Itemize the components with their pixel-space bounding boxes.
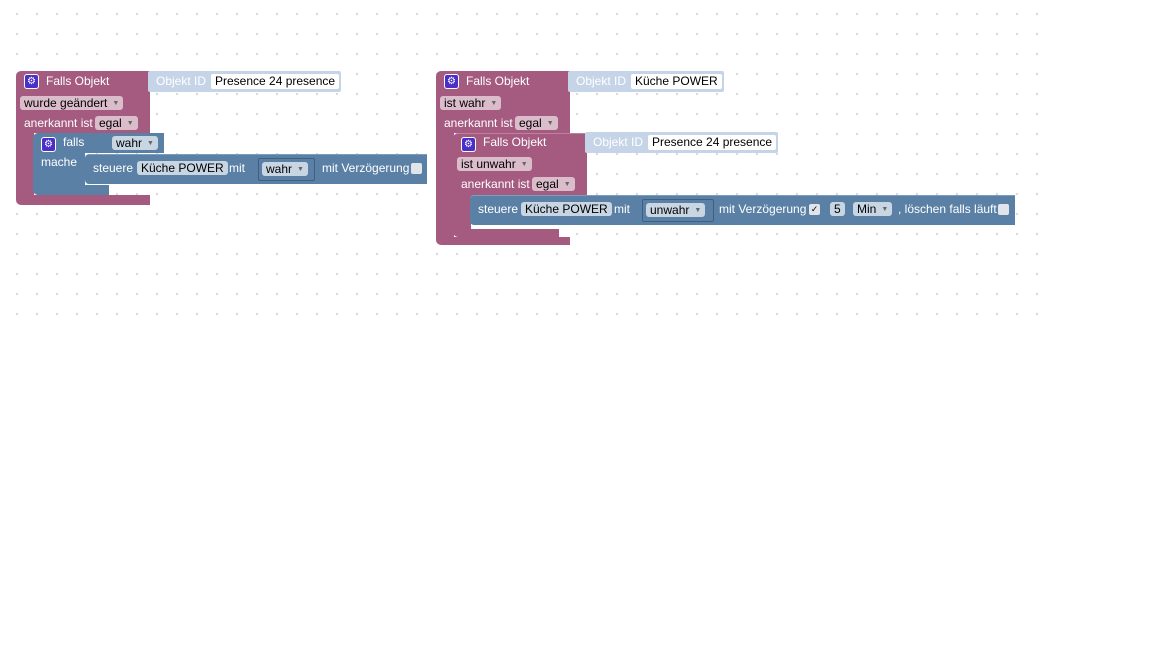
object-id-field[interactable]: Küche POWER	[631, 74, 722, 89]
inner-trigger-dropdown[interactable]: ist unwahr ▼	[457, 157, 532, 171]
dropdown-arrow-icon: ▼	[881, 205, 889, 213]
delay-label: mit Verzögerung	[322, 161, 410, 175]
with-label: mit	[614, 202, 630, 216]
object-id-field[interactable]: Presence 24 presence	[648, 135, 777, 150]
delay-amount-field[interactable]: 5	[830, 202, 845, 216]
object-id-label: Objekt ID	[576, 74, 627, 88]
control-label: steuere	[93, 161, 134, 175]
gear-icon[interactable]: ⚙	[461, 137, 476, 152]
delay-unit-value: Min	[857, 202, 877, 216]
dropdown-arrow-icon: ▼	[546, 119, 554, 127]
trigger-value: wurde geändert	[24, 96, 108, 110]
delay-checkbox[interactable]	[411, 163, 422, 174]
if-block-bottom	[33, 185, 109, 195]
ack-label: anerkannt ist	[24, 116, 93, 130]
value-dropdown[interactable]: wahr ▼	[262, 162, 308, 176]
control-target-value: Küche POWER	[525, 202, 608, 216]
if-condition-dropdown[interactable]: wahr ▼	[112, 136, 158, 150]
value-slot[interactable]	[642, 199, 714, 222]
gear-icon[interactable]: ⚙	[41, 137, 56, 152]
control-label: steuere	[478, 202, 519, 216]
if-condition-value: wahr	[116, 136, 143, 150]
do-label: mache	[41, 155, 78, 169]
block2-event-bottom	[436, 237, 570, 245]
inner-ack-dropdown[interactable]: egal ▼	[532, 177, 575, 191]
inner-ack-value: egal	[536, 177, 559, 191]
delay-label: mit Verzögerung	[719, 202, 807, 216]
inner-event-bottom	[453, 229, 559, 237]
control-target-dropdown[interactable]: Küche POWER	[521, 202, 612, 216]
dropdown-arrow-icon: ▼	[297, 165, 304, 173]
delay-checkbox[interactable]: ✓	[809, 204, 820, 215]
ack-value: egal	[99, 116, 122, 130]
inner-trigger-value: ist unwahr	[461, 157, 516, 171]
dropdown-arrow-icon: ▼	[490, 99, 498, 107]
dropdown-arrow-icon: ▼	[112, 99, 120, 107]
ack-value: egal	[519, 116, 542, 130]
gear-icon[interactable]: ⚙	[24, 74, 39, 89]
trigger-dropdown[interactable]: ist wahr ▼	[440, 96, 502, 110]
block2-title: Falls Objekt	[466, 74, 530, 88]
if-block-rail	[33, 153, 85, 185]
delay-unit-dropdown[interactable]: Min ▼	[853, 202, 893, 216]
inner-statement-rail	[453, 195, 471, 229]
value-dropdown[interactable]: unwahr ▼	[646, 203, 706, 217]
clear-checkbox[interactable]	[998, 204, 1009, 215]
inner-object-id-block[interactable]: Objekt ID Presence 24 presence	[585, 132, 778, 153]
ack-dropdown[interactable]: egal ▼	[515, 116, 558, 130]
dropdown-arrow-icon: ▼	[126, 119, 134, 127]
trigger-value: ist wahr	[444, 96, 486, 110]
block1-event-bottom	[16, 195, 150, 205]
trigger-dropdown[interactable]: wurde geändert ▼	[20, 96, 124, 110]
block2-statement-rail	[436, 133, 454, 237]
value-dropdown-value: unwahr	[650, 203, 690, 217]
control-target-dropdown[interactable]: Küche POWER	[137, 161, 228, 175]
inner-title: Falls Objekt	[483, 135, 547, 149]
gear-icon[interactable]: ⚙	[444, 74, 459, 89]
block2-object-id-block[interactable]: Objekt ID Küche POWER	[568, 71, 724, 92]
object-id-label: Objekt ID	[156, 74, 207, 88]
block1-statement-rail	[16, 133, 34, 195]
dropdown-arrow-icon: ▼	[147, 139, 154, 147]
clear-label: , löschen falls läuft	[898, 202, 997, 216]
control-target-value: Küche POWER	[141, 161, 224, 175]
value-slot[interactable]	[258, 158, 315, 181]
dropdown-arrow-icon: ▼	[563, 180, 571, 188]
if-label: falls	[63, 135, 85, 149]
inner-ack-label: anerkannt ist	[461, 177, 530, 191]
ack-dropdown[interactable]: egal ▼	[95, 116, 138, 130]
object-id-label: Objekt ID	[593, 135, 644, 149]
object-id-field[interactable]: Presence 24 presence	[211, 74, 340, 89]
dropdown-arrow-icon: ▼	[694, 206, 702, 214]
ack-label: anerkannt ist	[444, 116, 513, 130]
value-dropdown-value: wahr	[266, 162, 293, 176]
block1-title: Falls Objekt	[46, 74, 110, 88]
with-label: mit	[229, 161, 245, 175]
dropdown-arrow-icon: ▼	[520, 160, 528, 168]
block1-object-id-block[interactable]: Objekt ID Presence 24 presence	[148, 71, 341, 92]
